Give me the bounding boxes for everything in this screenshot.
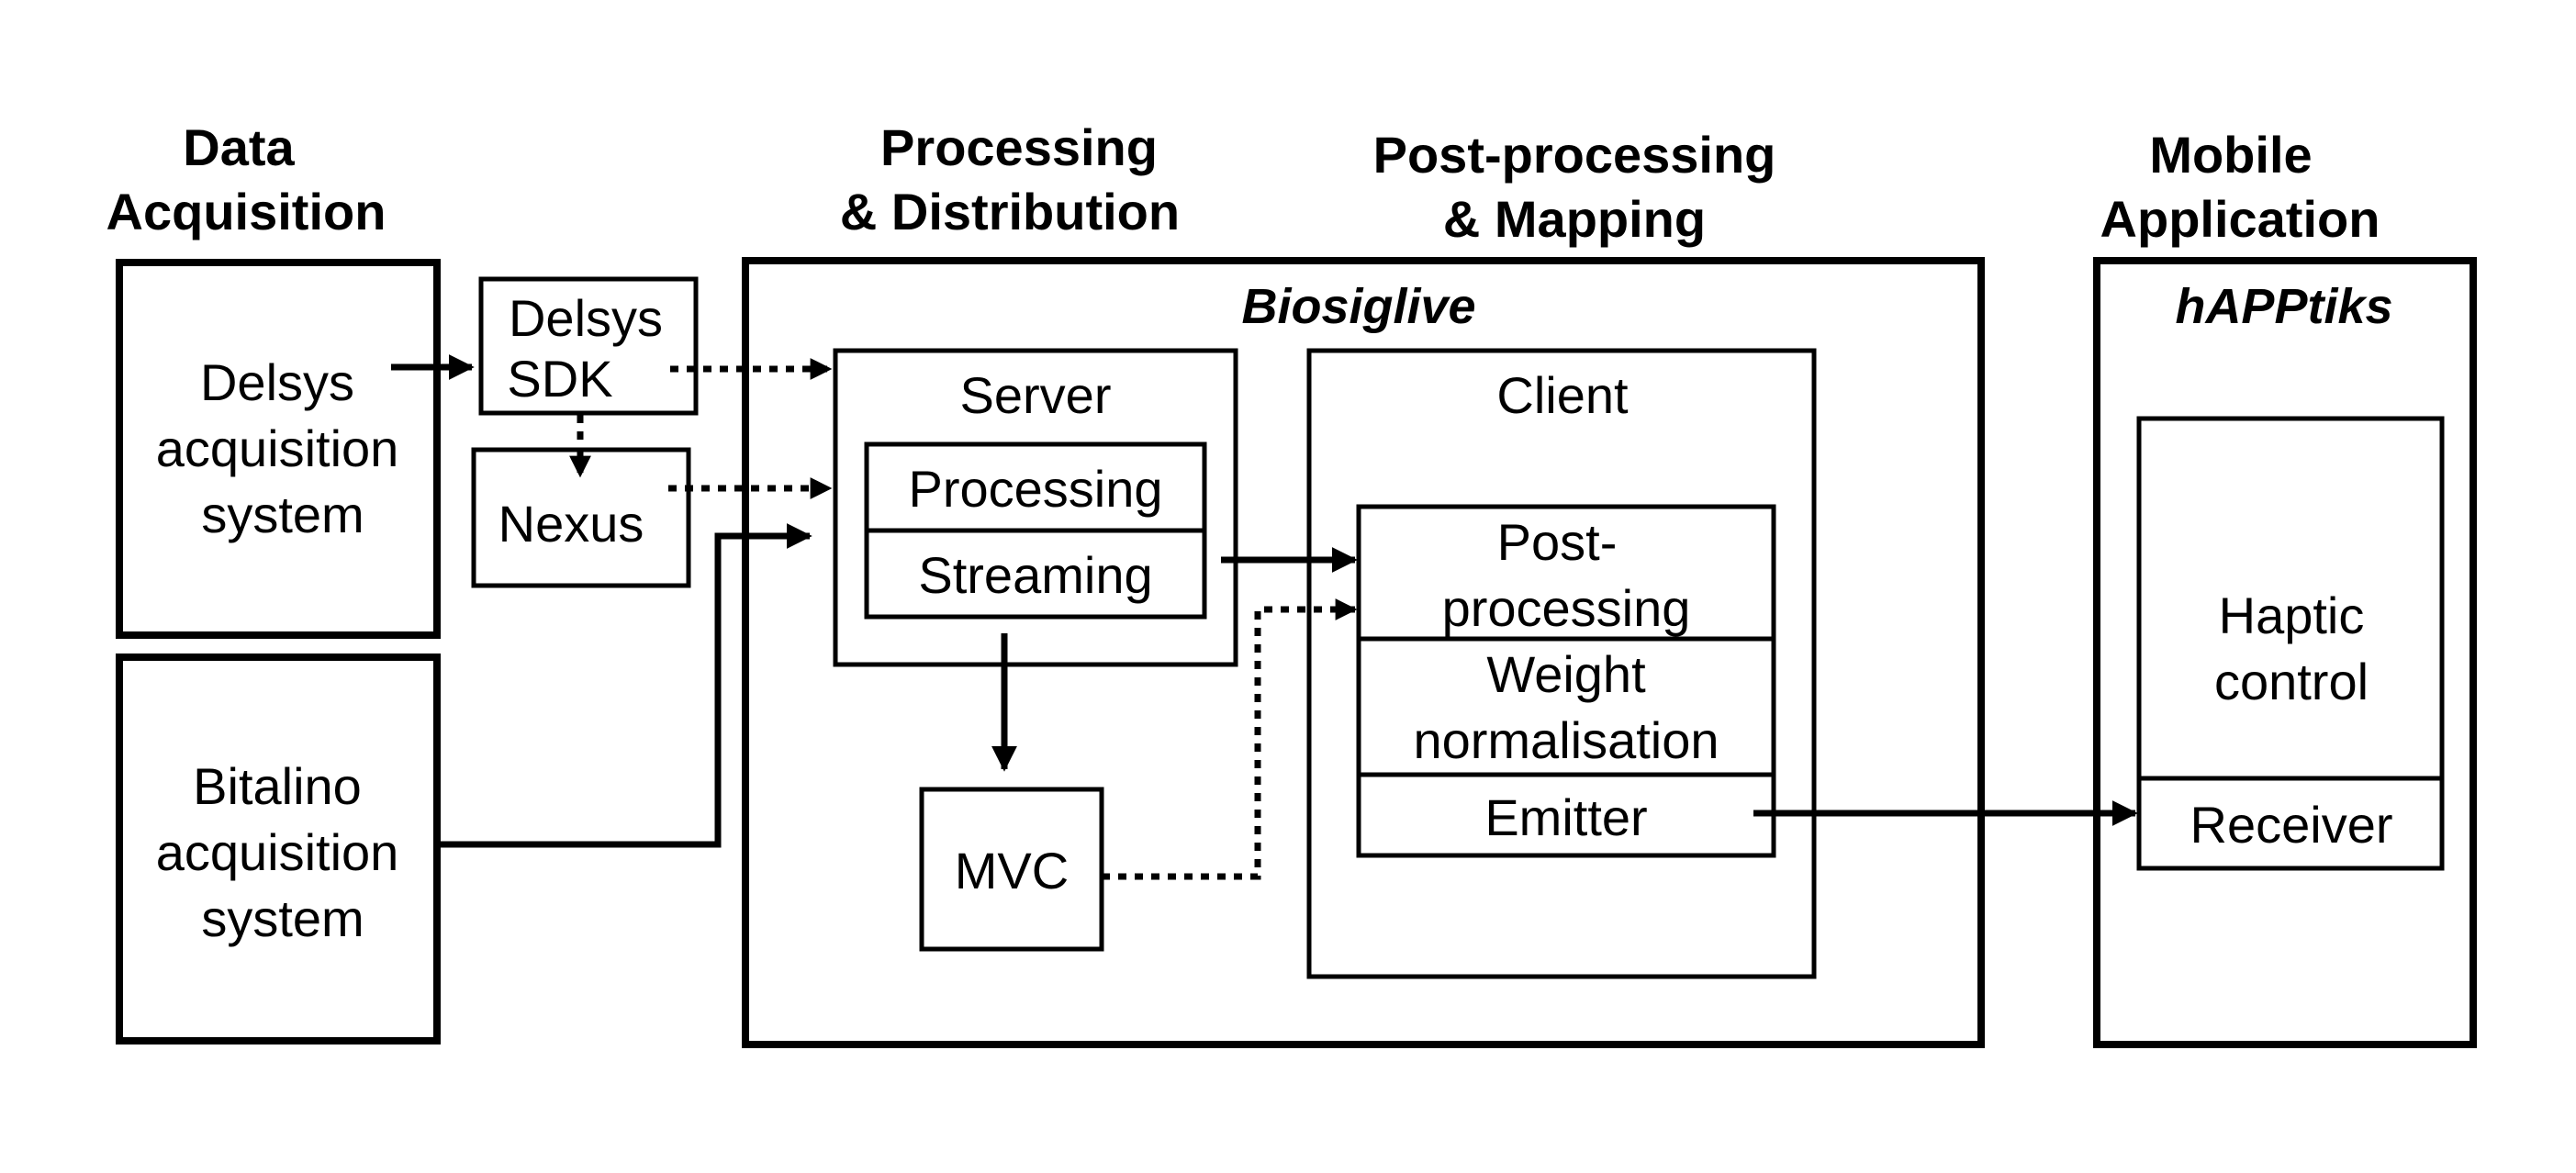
header-postprocessing-line2: & Mapping [1443,190,1706,248]
happtiks-box [2093,257,2477,1048]
header-mobile-line1: Mobile [2149,126,2312,184]
arrow-bitalino-to-server [437,523,812,848]
header-mobile-line2: Application [2100,190,2380,248]
post-processing-label-line2: processing [1442,579,1691,637]
emitter-label: Emitter [1484,788,1647,846]
delsys-sdk-label-line1: Delsys [509,289,663,347]
delsys-label-line3: system [201,486,364,543]
haptic-control-label-line2: control [2214,653,2369,710]
server-streaming-box [864,528,1207,620]
weight-normalisation-label-line1: Weight [1486,645,1646,703]
client-box [1306,348,1817,979]
delsys-label-line2: acquisition [156,419,399,477]
delsys-sdk-box [478,276,699,416]
client-label: Client [1496,366,1629,424]
header-postprocessing-line1: Post-processing [1373,126,1776,184]
receiver-box [2136,776,2445,871]
biosiglive-box [742,257,1985,1048]
bitalino-label-line2: acquisition [156,823,399,881]
biosiglive-title: Biosiglive [1241,279,1475,334]
delsys-label-line1: Delsys [200,353,354,411]
server-streaming-label: Streaming [918,546,1152,604]
server-processing-label: Processing [908,460,1162,518]
mvc-box [919,787,1104,952]
header-acquisition-line1: Data [183,118,295,176]
bitalino-label-line1: Bitalino [193,757,362,815]
header-processing-line2: & Distribution [840,183,1180,240]
arrow-mvc-to-postprocessing [1102,598,1358,880]
bitalino-acquisition-box [116,654,441,1045]
weight-normalisation-label-line2: normalisation [1413,711,1719,769]
delsys-sdk-label-line2: SDK [507,350,612,408]
post-processing-label-line1: Post- [1497,513,1618,571]
happtiks-title: hAPPtiks [2175,279,2392,334]
mvc-label: MVC [955,842,1069,899]
delsys-acquisition-box [116,259,441,639]
server-label: Server [960,366,1112,424]
header-processing-line1: Processing [880,118,1158,176]
server-box [833,348,1238,667]
haptic-control-label-line1: Haptic [2219,586,2365,644]
header-acquisition-line2: Acquisition [106,183,386,240]
nexus-label: Nexus [498,495,644,553]
receiver-label: Receiver [2190,796,2393,854]
bitalino-label-line3: system [201,889,364,947]
